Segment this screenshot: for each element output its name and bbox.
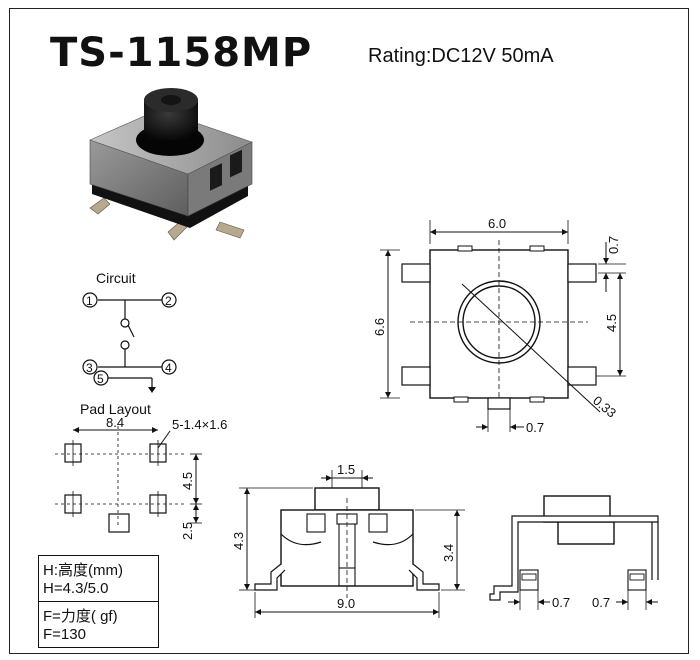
body-height-dim: 3.4 [441, 544, 456, 562]
pad-layout-label: Pad Layout [80, 401, 151, 417]
pin-2-icon: 2 [161, 292, 177, 308]
end-dim-left: 0.7 [552, 595, 570, 610]
overall-width-dim: 9.0 [337, 596, 355, 611]
product-photo [89, 88, 253, 241]
pad-offset-dim: 2.5 [180, 522, 195, 540]
circuit-diagram: Circuit 1 2 3 4 5 [82, 270, 177, 393]
overall-height-dim: 4.3 [231, 532, 246, 550]
table-divider [39, 601, 158, 602]
svg-text:5: 5 [97, 372, 104, 386]
spec-table: H:高度(mm) H=4.3/5.0 F=力度( gf) F=130 [38, 555, 159, 648]
height-value: H=4.3/5.0 [43, 580, 109, 597]
pin-3-icon: 3 [82, 359, 98, 375]
end-view-drawing: 0.7 0.7 [489, 495, 659, 610]
top-height-dim: 6.6 [372, 318, 387, 336]
rating-text: Rating:DC12V 50mA [368, 45, 554, 67]
svg-text:2: 2 [165, 294, 172, 308]
product-title: TS-1158MP [50, 30, 313, 76]
pin-1-icon: 1 [82, 292, 98, 308]
svg-text:4: 4 [165, 361, 172, 375]
pad-pitch-dim: 4.5 [180, 472, 195, 490]
pin-4-icon: 4 [161, 359, 177, 375]
side-view-drawing: 1.5 4.3 3.4 9.0 [231, 462, 465, 618]
pad-width-dim: 8.4 [106, 415, 124, 430]
cap-width-dim: 1.5 [337, 462, 355, 477]
radius-dim: 0.33 [590, 393, 619, 421]
lead-width-dim: 0.7 [606, 236, 621, 254]
force-value: F=130 [43, 626, 86, 643]
svg-text:3: 3 [86, 361, 93, 375]
end-dim-right: 0.7 [592, 595, 610, 610]
pad-center [108, 513, 130, 533]
lead-pitch-dim: 4.5 [604, 314, 619, 332]
top-width-dim: 6.0 [488, 216, 506, 231]
circuit-label: Circuit [96, 270, 136, 286]
height-label: H:高度(mm) [43, 562, 123, 579]
force-label: F=力度( gf) [43, 608, 118, 625]
top-view-drawing: 6.0 6.6 0.7 0.33 [372, 216, 626, 435]
page-border [9, 8, 689, 654]
pad-layout-diagram: Pad Layout 8.4 5-1.4×1.6 4.5 2.5 [55, 401, 227, 540]
pad-size-note: 5-1.4×1.6 [172, 417, 227, 432]
pin-5-icon: 5 [93, 370, 109, 386]
tab-width-dim: 0.7 [526, 420, 544, 435]
svg-text:1: 1 [86, 294, 93, 308]
